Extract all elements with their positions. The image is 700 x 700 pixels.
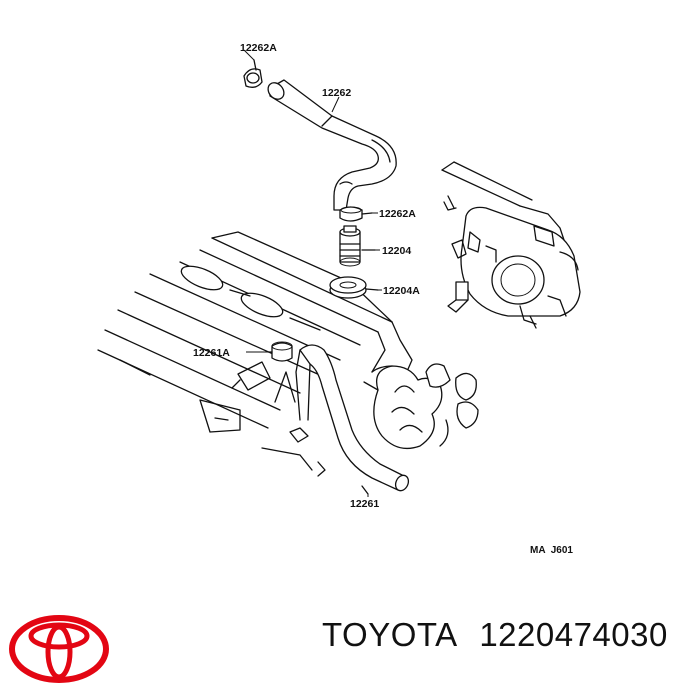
callout-12261a: 12261A [193, 347, 230, 359]
clamp-12262a-top [243, 59, 263, 88]
callout-12262a-top: 12262A [240, 42, 277, 54]
throttle-body-drawing [441, 161, 581, 329]
part-number: 1220474030 [479, 616, 668, 653]
distributor-drawing [363, 363, 479, 450]
brand-name: TOYOTA [322, 616, 458, 653]
diagram-code: MA J601 [530, 545, 573, 556]
clamp-12261a-drawing [267, 341, 293, 362]
clamp-12262a-mid [339, 206, 373, 222]
valve-12204-drawing [339, 225, 376, 267]
grommet-12204a-drawing [329, 276, 379, 299]
hose-12261-drawing [295, 344, 410, 495]
leader-lines [243, 49, 382, 497]
hose-12262-drawing [267, 79, 397, 211]
brand-line: TOYOTA 1220474030 [322, 616, 694, 660]
callout-12262a-mid: 12262A [379, 208, 416, 220]
toyota-logo-icon [9, 615, 109, 683]
callout-12204a: 12204A [383, 285, 420, 297]
engine-head-drawing [97, 231, 413, 477]
callout-12204: 12204 [382, 245, 411, 257]
callout-12262: 12262 [322, 87, 351, 99]
callout-12261: 12261 [350, 498, 379, 510]
